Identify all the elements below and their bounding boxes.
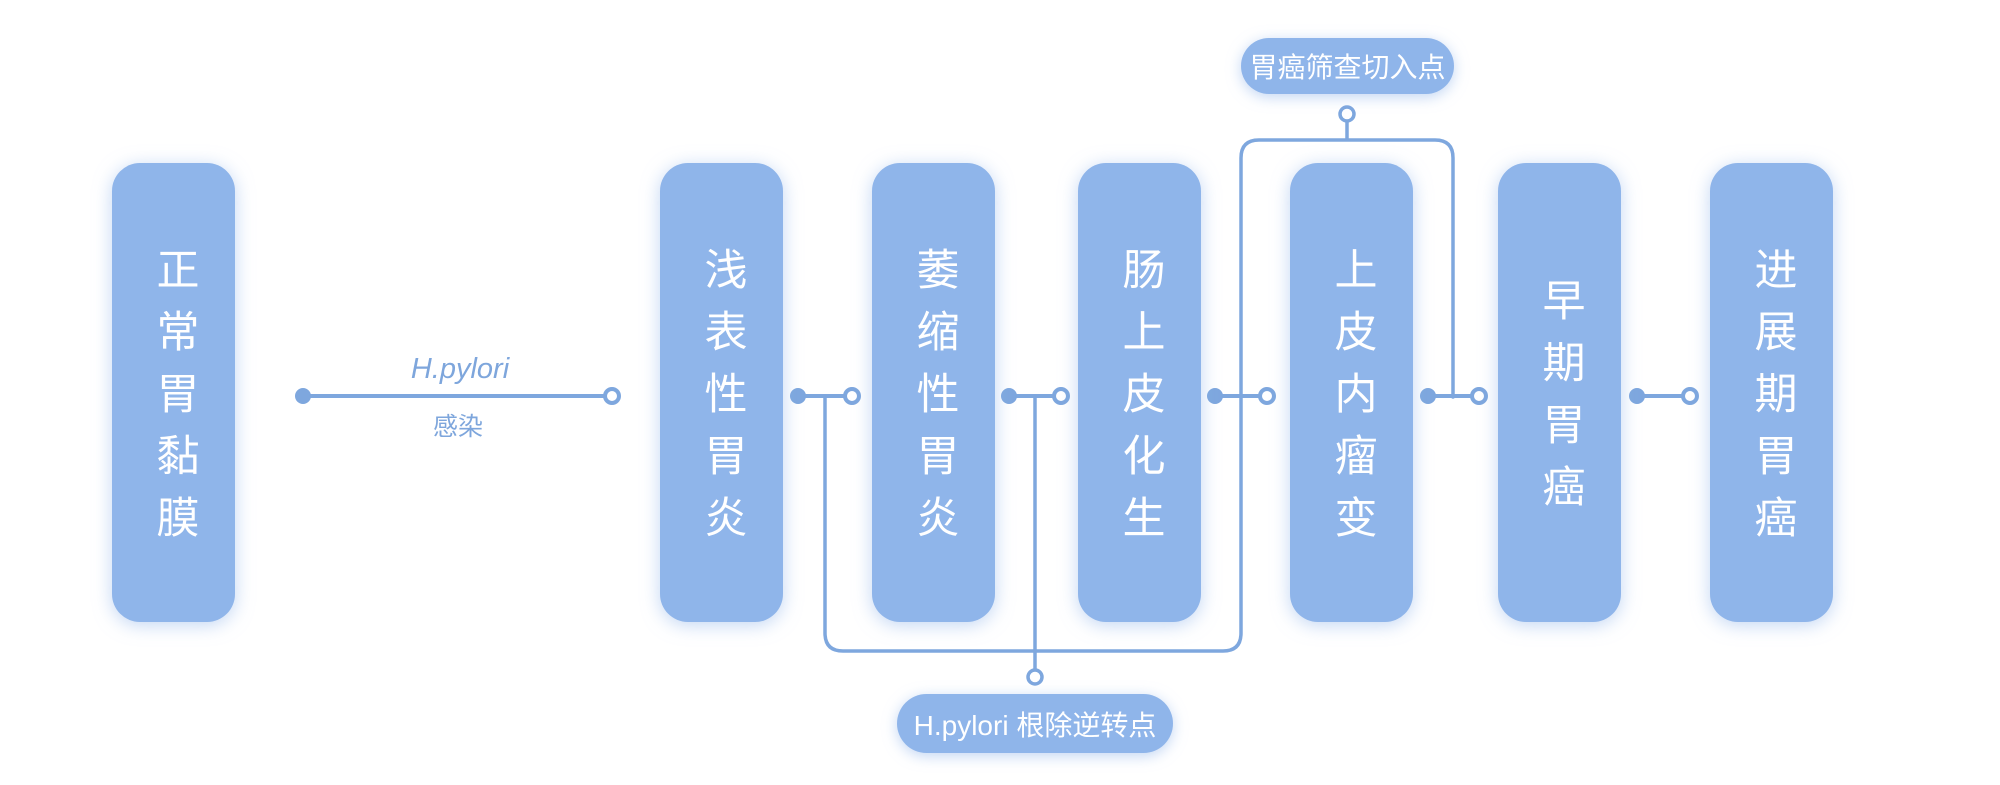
edge-ring bbox=[843, 387, 861, 405]
stage-box-atrophic-gastritis: 萎缩性胃炎 bbox=[872, 163, 995, 622]
stage-box-normal-gastric-mucosa: 正常胃黏膜 bbox=[112, 163, 235, 622]
edge-normal-to-superficial bbox=[295, 387, 621, 405]
edge-dot bbox=[1207, 388, 1223, 404]
edge-dot bbox=[295, 388, 311, 404]
edge-neoplasia-to-early bbox=[1420, 387, 1488, 405]
stage-box-intestinal-metaplasia: 肠上皮化生 bbox=[1078, 163, 1201, 622]
edge-ring bbox=[603, 387, 621, 405]
edge-early-to-advanced bbox=[1629, 387, 1699, 405]
eradication-reversal-badge: H.pylori 根除逆转点 bbox=[897, 694, 1173, 753]
stage-box-superficial-gastritis: 浅表性胃炎 bbox=[660, 163, 783, 622]
edge-dot bbox=[1420, 388, 1436, 404]
edge-ring bbox=[1470, 387, 1488, 405]
eradication-anchor-ring bbox=[1026, 668, 1044, 686]
stage-label: 正常胃黏膜 bbox=[150, 247, 198, 557]
stage-box-early-gastric-cancer: 早期胃癌 bbox=[1498, 163, 1621, 622]
screening-anchor-ring bbox=[1338, 105, 1356, 123]
stage-label: 萎缩性胃炎 bbox=[910, 247, 958, 557]
edge-ring bbox=[1052, 387, 1070, 405]
edge-superficial-to-atrophic bbox=[790, 387, 861, 405]
hpylori-edge-title: H.pylori bbox=[410, 353, 510, 385]
edge-ring bbox=[1258, 387, 1276, 405]
stage-label: 浅表性胃炎 bbox=[698, 247, 746, 557]
stage-box-advanced-gastric-cancer: 进展期胃癌 bbox=[1710, 163, 1833, 622]
edge-dot bbox=[1001, 388, 1017, 404]
edge-dot bbox=[790, 388, 806, 404]
hpylori-edge-subtitle: 感染 bbox=[432, 413, 484, 441]
edge-dot bbox=[1629, 388, 1645, 404]
stage-label: 早期胃癌 bbox=[1536, 278, 1584, 526]
stage-label: 进展期胃癌 bbox=[1748, 247, 1796, 557]
stage-label: 上皮内瘤变 bbox=[1328, 247, 1376, 557]
edge-ring bbox=[1681, 387, 1699, 405]
stage-label: 肠上皮化生 bbox=[1116, 247, 1164, 557]
stage-box-intraepithelial-neoplasia: 上皮内瘤变 bbox=[1290, 163, 1413, 622]
edge-atrophic-to-metaplasia bbox=[1001, 387, 1070, 405]
screening-entry-badge: 胃癌筛查切入点 bbox=[1241, 38, 1454, 94]
edge-metaplasia-to-neoplasia bbox=[1207, 387, 1276, 405]
